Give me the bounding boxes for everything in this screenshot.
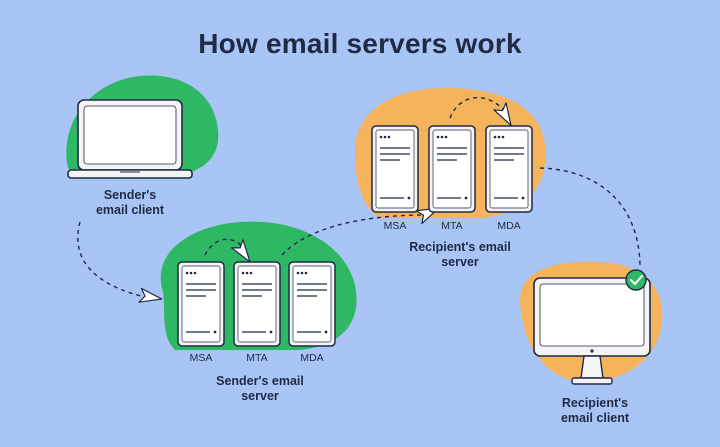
sender-client-caption-line1: Sender's [103,188,157,202]
flow-msa-to-mta [204,238,246,256]
monitor-icon [533,277,651,385]
recipient-client-caption-line2: email client [560,411,630,425]
sender-server-mda-icon [288,261,336,347]
sender-server-caption-line2: server [241,389,279,403]
paper-plane-icon [138,287,163,303]
recipient-server-mda-icon [485,125,533,213]
sender-server-caption: Sender's email server [195,374,325,404]
sender-mta-label: MTA [246,352,268,364]
sender-msa-label: MSA [189,352,213,364]
recipient-client-caption-line1: Recipient's [561,396,629,410]
recipient-client-caption: Recipient's email client [540,396,650,426]
paper-plane-icon [230,239,251,263]
sender-server-mta-icon [233,261,281,347]
flow-client-to-msa [77,221,146,298]
sender-client-caption-line2: email client [95,203,165,217]
recipient-server-msa-icon [371,125,419,213]
diagram-title: How email servers work [198,28,522,59]
sender-server-group [177,261,336,347]
recipient-server-group [371,125,533,213]
recipient-msa-label: MSA [383,220,407,232]
flow-paths [77,97,641,298]
laptop-icon [67,99,193,179]
paper-plane-icon [493,102,512,126]
recipient-server-caption-line1: Recipient's email [409,240,511,254]
recipient-server-caption-line2: server [441,255,479,269]
sender-server-caption-line1: Sender's email [216,374,304,388]
sender-client-caption: Sender's email client [70,188,190,218]
recipient-mta-label: MTA [441,220,463,232]
sender-server-msa-icon [177,261,225,347]
flow-mta-to-mda-recipient [449,97,506,119]
checkmark-icon [625,269,647,291]
flow-mda-to-client [539,167,641,269]
recipient-mda-label: MDA [497,220,521,232]
recipient-server-mta-icon [428,125,476,213]
recipient-server-caption: Recipient's email server [395,240,525,270]
sender-mda-label: MDA [300,352,324,364]
